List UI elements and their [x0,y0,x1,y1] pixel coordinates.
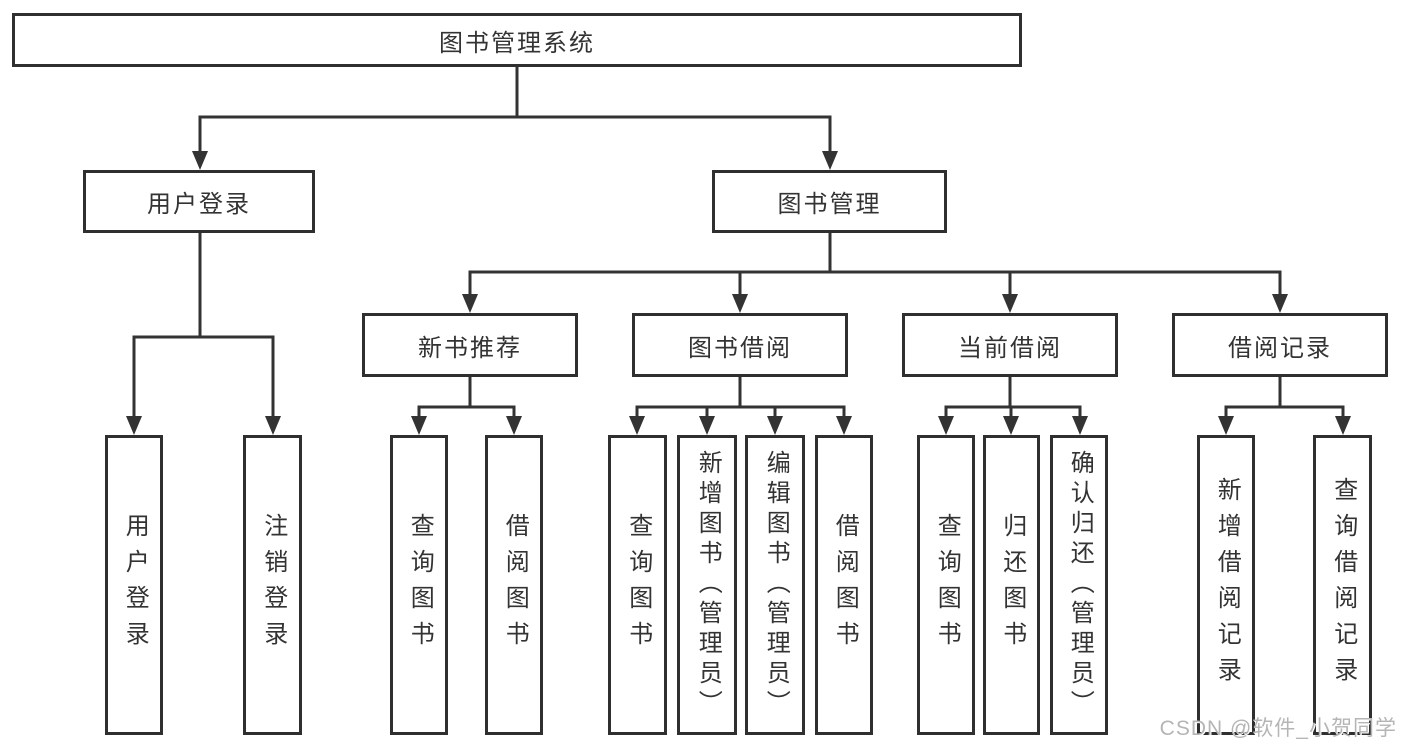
leaf-label: 查询图书 [406,513,434,657]
leaf-label: 确认归还（管理员） [1066,450,1094,720]
leaf-label: 新增图书（管理员） [694,450,722,720]
node-book-borrowing: 图书借阅 [632,313,848,377]
node-label: 用户登录 [147,191,251,218]
node-current-borrowing: 当前借阅 [902,313,1118,377]
leaf-label: 查询图书 [933,513,961,657]
leaf-query-books-borrowing: 查询图书 [608,435,667,735]
leaf-confirm-return-admin: 确认归还（管理员） [1050,435,1108,735]
leaf-add-books-admin: 新增图书（管理员） [677,435,737,735]
leaf-borrow-books: 借阅图书 [815,435,873,735]
node-borrowing-records: 借阅记录 [1172,313,1388,377]
leaf-edit-books-admin: 编辑图书（管理员） [745,435,805,735]
leaf-label: 查询借阅记录 [1329,477,1357,693]
leaf-label: 借阅图书 [501,513,529,657]
leaf-query-books-recommend: 查询图书 [390,435,448,735]
leaf-user-login: 用户登录 [105,435,163,735]
node-label: 当前借阅 [958,334,1062,362]
node-label: 图书管理 [777,191,882,218]
leaf-label: 注销登录 [259,513,287,657]
leaf-label: 用户登录 [121,513,149,657]
node-book-management: 图书管理 [712,170,947,233]
csdn-watermark: CSDN @软件_小贺同学 [1159,717,1397,740]
leaf-borrow-books-recommend: 借阅图书 [485,435,543,735]
node-label: 借阅记录 [1228,334,1332,362]
leaf-logout: 注销登录 [243,435,302,735]
leaf-add-borrow-record: 新增借阅记录 [1197,435,1255,735]
leaf-label: 借阅图书 [831,513,859,657]
leaf-label: 归还图书 [998,513,1026,657]
node-user-login: 用户登录 [83,170,315,233]
node-root-library-management-system: 图书管理系统 [12,13,1022,67]
node-label: 新书推荐 [418,334,522,362]
node-label: 图书借阅 [688,334,792,362]
leaf-query-borrow-record: 查询借阅记录 [1313,435,1372,735]
leaf-label: 查询图书 [624,513,652,657]
leaf-label: 编辑图书（管理员） [762,450,790,720]
leaf-return-books: 归还图书 [983,435,1040,735]
leaf-label: 新增借阅记录 [1213,477,1241,693]
node-label: 图书管理系统 [439,29,595,57]
leaf-query-books-current: 查询图书 [917,435,975,735]
node-new-book-recommendation: 新书推荐 [362,313,578,377]
